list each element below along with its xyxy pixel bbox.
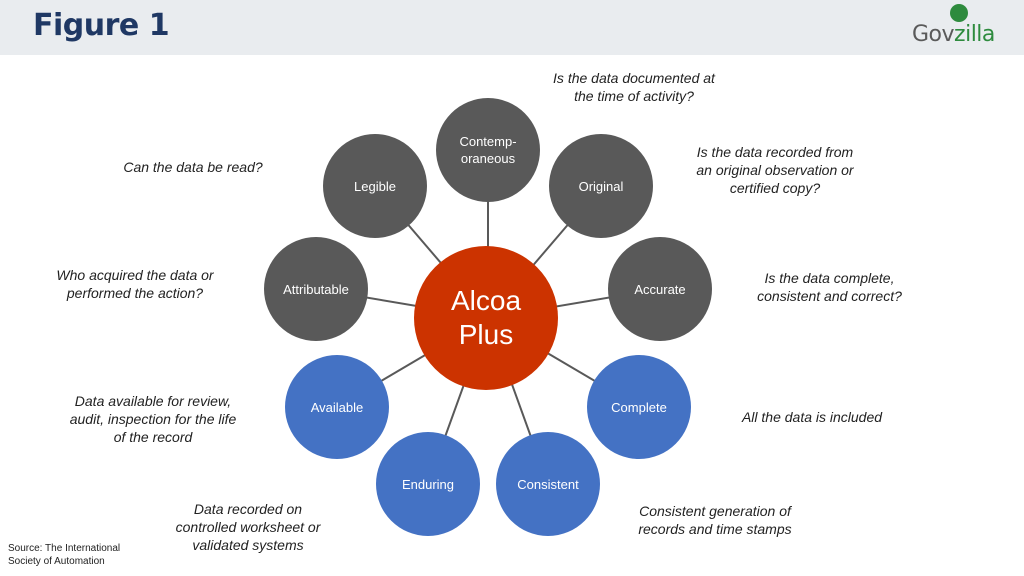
logo-text-main: Gov	[912, 22, 955, 47]
node-center-alcoa-plus: Alcoa Plus	[414, 246, 558, 390]
node-available: Available	[285, 355, 389, 459]
node-consistent: Consistent	[496, 432, 600, 536]
header-bar: Figure 1 Govzilla	[0, 0, 1024, 55]
logo-text: Govzilla	[912, 22, 995, 47]
logo-text-accent: zilla	[954, 22, 995, 47]
node-original: Original	[549, 134, 653, 238]
node-accurate: Accurate	[608, 237, 712, 341]
question-accurate: Is the data complete, consistent and cor…	[757, 270, 902, 304]
question-consistent: Consistent generation of records and tim…	[638, 503, 792, 537]
question-complete: All the data is included	[741, 409, 883, 425]
question-enduring: Data recorded on controlled worksheet or…	[175, 501, 321, 553]
figure-title: Figure 1	[33, 8, 170, 43]
node-legible: Legible	[323, 134, 427, 238]
logo-mark-icon	[950, 4, 968, 22]
node-contemporaneous: Contemp- oraneous	[436, 98, 540, 202]
source-note: Source: The International Society of Aut…	[8, 543, 121, 567]
question-contemporaneous: Is the data documented at the time of ac…	[553, 70, 715, 104]
node-enduring: Enduring	[376, 432, 480, 536]
govzilla-logo: Govzilla	[912, 4, 1012, 50]
question-legible: Can the data be read?	[123, 159, 263, 175]
node-complete: Complete	[587, 355, 691, 459]
node-attributable: Attributable	[264, 237, 368, 341]
question-attributable: Who acquired the data or performed the a…	[56, 267, 214, 301]
question-original: Is the data recorded from an original ob…	[696, 144, 854, 196]
question-available: Data available for review, audit, inspec…	[69, 393, 237, 445]
